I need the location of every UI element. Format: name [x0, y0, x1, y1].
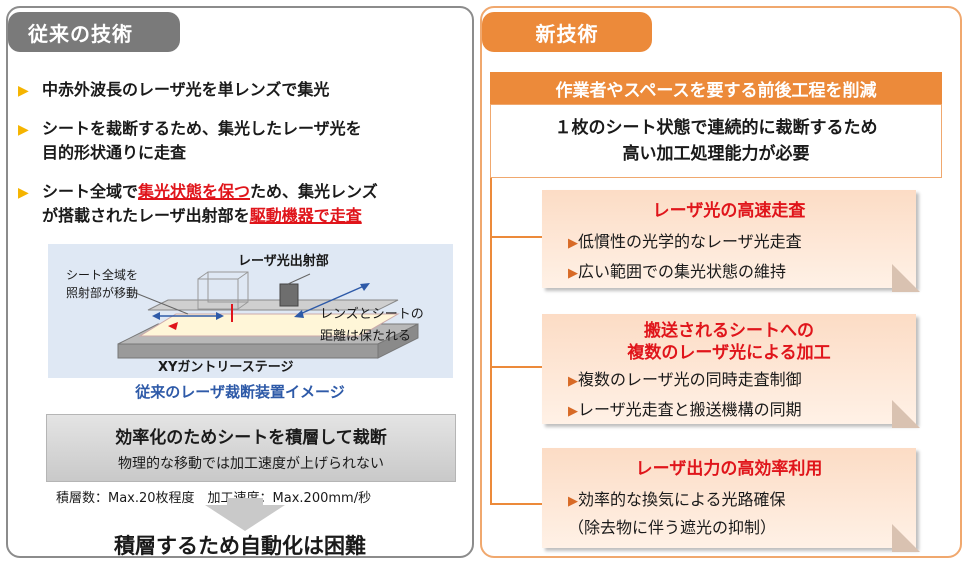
page-fold — [892, 264, 920, 292]
label-lens-1: レンズとシートの — [320, 307, 424, 322]
requirement-line-2: 高い加工処理能力が必要 — [622, 144, 810, 164]
bullet-2: ▶ シートを裁断するため、集光したレーザ光を 目的形状通りに走査 — [18, 117, 362, 165]
card-2-item-2: ▶レーザ光走査と搬送機構の同期 — [568, 400, 802, 419]
bullet-3-emphasis-1: 集光状態を保つ — [138, 182, 251, 201]
triangle-bullet-icon: ▶ — [18, 185, 29, 201]
connector-2 — [490, 366, 542, 368]
gantry-frame-back — [207, 271, 249, 303]
label-emitter: レーザ光出射部 — [238, 254, 329, 269]
requirement-box: １枚のシート状態で連続的に裁断するため 高い加工処理能力が必要 — [490, 104, 942, 178]
scan-arrow — [299, 285, 365, 315]
gantry-frame — [197, 278, 239, 310]
bullet-3-emphasis-2: 駆動機器で走査 — [249, 206, 362, 225]
conventional-tab: 従来の技術 — [8, 12, 180, 52]
bullet-3: ▶ シート全域で集光状態を保つため、集光レンズ が搭載されたレーザ出射部を駆動機… — [18, 180, 378, 228]
label-move-2: 照射部が移動 — [66, 286, 139, 300]
card-high-speed-scan: レーザ光の高速走査 ▶低慣性の光学的なレーザ光走査 ▶広い範囲での集光状態の維持 — [542, 190, 920, 292]
sheet — [138, 313, 400, 337]
card-1-item-1: ▶低慣性の光学的なレーザ光走査 — [568, 232, 802, 251]
illustration-caption: 従来のレーザ裁断装置イメージ — [135, 383, 345, 401]
bullet-3-mid: ため、集光レンズ — [250, 182, 378, 201]
stage-side — [377, 323, 419, 359]
triangle-bullet-icon: ▶ — [18, 122, 29, 138]
laser-cutter-diagram — [117, 271, 419, 359]
laser-mark-left — [168, 322, 178, 330]
bullet-1: ▶ 中赤外波長のレーザ光を単レンズで集光 — [18, 78, 329, 103]
bullet-2-line2: 目的形状通りに走査 — [42, 143, 187, 162]
bullet-3-pre: シート全域で — [42, 182, 139, 201]
label-lens-2: 距離は保たれる — [320, 329, 412, 344]
new-technology-tab: 新技術 — [482, 12, 652, 52]
card-2-item-1: ▶複数のレーザ光の同時走査制御 — [568, 370, 802, 389]
triangle-bullet-icon: ▶ — [18, 83, 29, 99]
card-3-item-1: ▶効率的な換気による光路確保 — [568, 490, 786, 509]
bullet-1-text: 中赤外波長のレーザ光を単レンズで集光 — [42, 80, 330, 99]
card-multi-laser: 搬送されるシートへの 複数のレーザ光による加工 ▶複数のレーザ光の同時走査制御 … — [542, 314, 920, 428]
card-3-title: レーザ出力の高効率利用 — [635, 459, 823, 479]
performance-stats: 積層数：Max.20枚程度 加工速度：Max.200mm/秒 — [56, 491, 372, 506]
goal-header: 作業者やスペースを要する前後工程を削減 — [490, 72, 942, 104]
triangle-bullet-icon: ▶ — [568, 404, 578, 419]
stacking-box-title: 効率化のためシートを積層して裁断 — [115, 428, 387, 448]
triangle-bullet-icon: ▶ — [568, 374, 578, 389]
card-3-item-2: （除去物に伴う遮光の抑制） — [568, 518, 777, 537]
label-stage: XYガントリーステージ — [158, 360, 294, 375]
stacking-box-subtitle: 物理的な移動では加工速度が上げられない — [118, 456, 384, 472]
down-arrow-icon — [205, 505, 285, 531]
laser-cutter-illustration: レーザ光出射部 シート全域を 照射部が移動 レンズとシートの 距離は保たれる X… — [48, 244, 453, 378]
triangle-bullet-icon: ▶ — [568, 266, 578, 281]
bullet-3-line2-pre: が搭載されたレーザ出射部を — [42, 206, 250, 225]
page-fold — [892, 524, 920, 552]
label-move-1: シート全域を — [66, 268, 139, 282]
card-1-item-2: ▶広い範囲での集光状態の維持 — [568, 262, 787, 281]
stacking-box: 効率化のためシートを積層して裁断 物理的な移動では加工速度が上げられない — [46, 414, 456, 482]
card-1-title: レーザ光の高速走査 — [652, 201, 806, 221]
laser-emitter-block — [279, 283, 299, 307]
label-move: シート全域を 照射部が移動 — [66, 266, 138, 302]
down-arrow-stem — [227, 498, 263, 507]
page-fold — [892, 400, 920, 428]
triangle-bullet-icon: ▶ — [568, 236, 578, 251]
triangle-bullet-icon: ▶ — [568, 494, 578, 509]
conclusion-text: 積層するため自動化は困難 — [114, 534, 366, 558]
connector-3 — [490, 503, 542, 505]
label-lens: レンズとシートの 距離は保たれる — [320, 304, 424, 348]
requirement-line-1: １枚のシート状態で連続的に裁断するため — [554, 118, 878, 138]
connector-1 — [490, 236, 542, 238]
card-laser-output: レーザ出力の高効率利用 ▶効率的な換気による光路確保 （除去物に伴う遮光の抑制） — [542, 448, 920, 552]
connector-vertical — [490, 178, 492, 505]
card-2-title: 搬送されるシートへの 複数のレーザ光による加工 — [627, 321, 831, 363]
bullet-2-line1: シートを裁断するため、集光したレーザ光を — [42, 119, 362, 138]
